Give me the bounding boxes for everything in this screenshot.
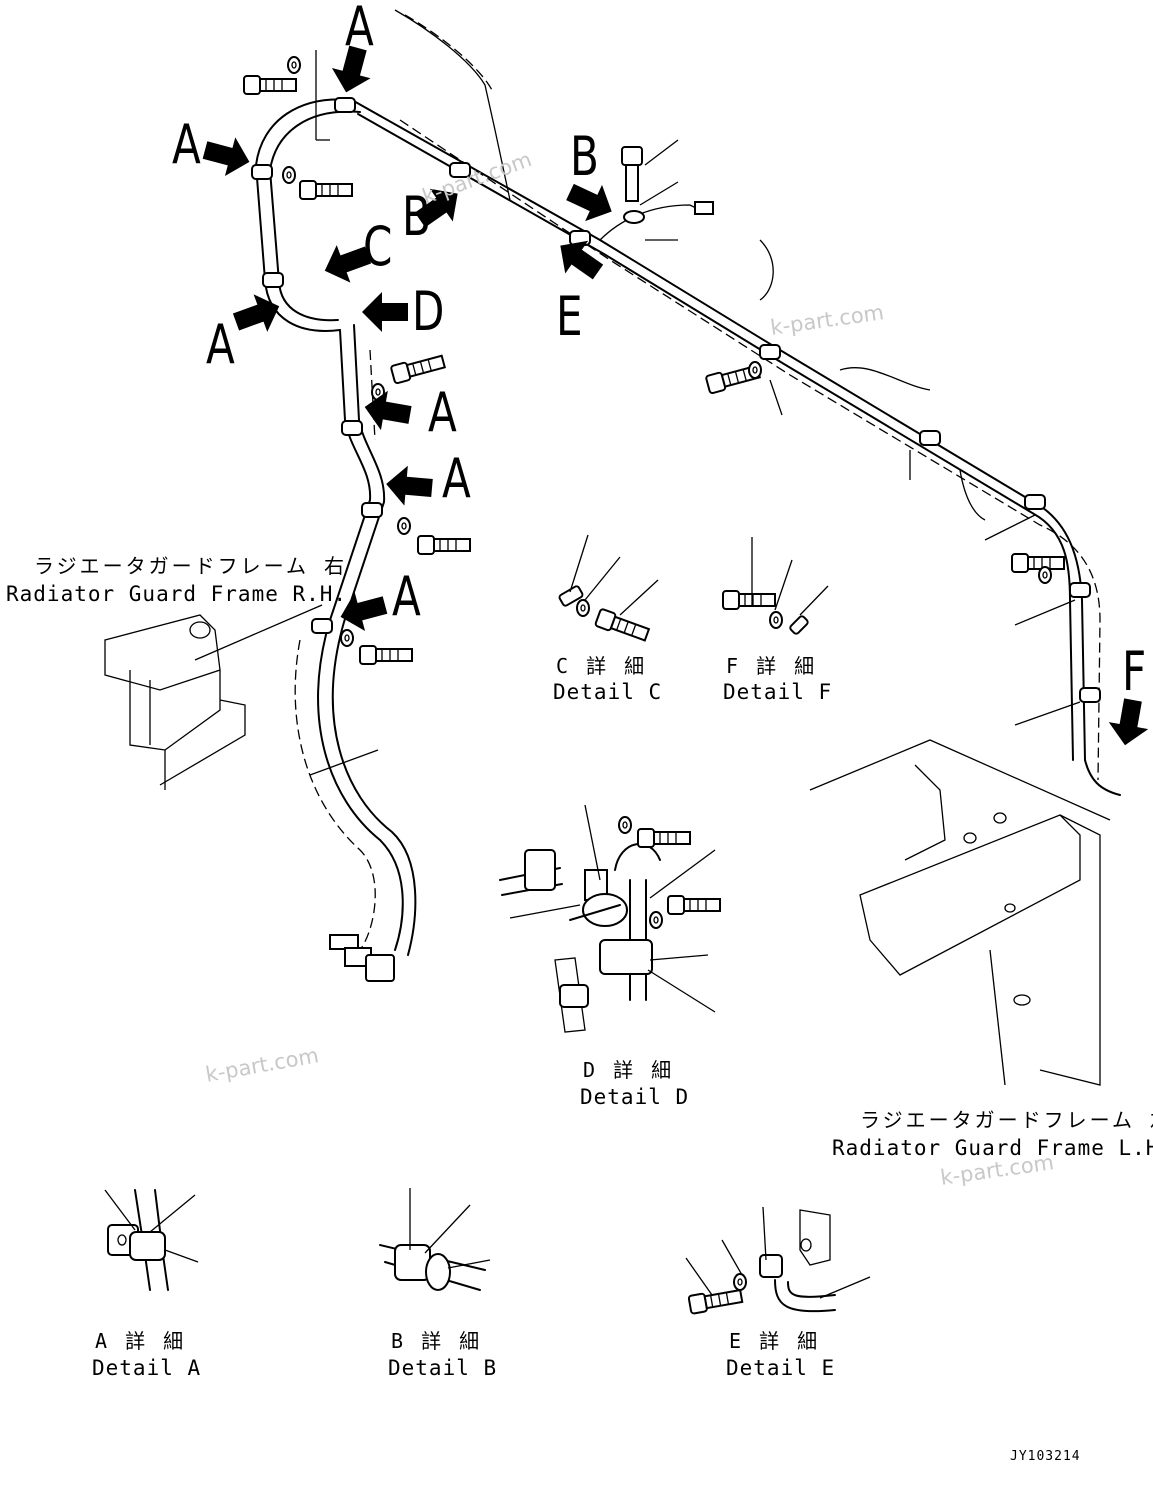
detail-f-label-en: Detail F: [723, 680, 833, 704]
frame-lh: [809, 739, 1111, 1086]
callout-c: C: [363, 215, 393, 278]
detail-f-drawing: [722, 537, 829, 635]
detail-f-label-jp: F 詳 細: [726, 654, 818, 678]
detail-e-drawing: [685, 1206, 871, 1315]
harness-main: [251, 9, 1121, 982]
callout-f: F: [1122, 640, 1147, 703]
frame-rh: [104, 614, 246, 790]
detail-b-label-en: Detail B: [388, 1356, 498, 1380]
detail-d-label-jp: D 詳 細: [583, 1058, 675, 1082]
detail-b-drawing: [379, 1188, 491, 1291]
detail-c-drawing: [558, 534, 659, 645]
fasteners: [243, 56, 1065, 665]
callout-a-mid2: A: [442, 447, 471, 510]
callout-a-lower-left: A: [206, 313, 235, 376]
detail-a-drawing: [104, 1189, 199, 1291]
detail-c-label-en: Detail C: [553, 680, 663, 704]
callout-b-right: B: [570, 125, 599, 188]
callout-a-left: A: [172, 113, 201, 176]
callout-e: E: [556, 285, 583, 348]
detail-d-drawing: [499, 804, 721, 1033]
drawing-code: JY103214: [1010, 1449, 1081, 1464]
callout-a-mid3: A: [392, 565, 421, 628]
frame-lh-label-jp: ラジエータガードフレーム 左: [860, 1108, 1153, 1132]
callout-a-mid1: A: [428, 381, 457, 444]
frame-rh-label-en: Radiator Guard Frame R.H.: [6, 582, 348, 606]
detail-a-label-jp: A 詳 細: [95, 1329, 187, 1353]
callout-d: D: [412, 280, 445, 343]
detail-e-label-jp: E 詳 細: [729, 1329, 821, 1353]
leader-lines: [194, 50, 1081, 776]
callout-b-left: B: [402, 185, 431, 248]
detail-e-label-en: Detail E: [726, 1356, 836, 1380]
detail-d-label-en: Detail D: [580, 1085, 690, 1109]
callout-a-top: A: [345, 0, 374, 58]
detail-b-label-jp: B 詳 細: [391, 1329, 483, 1353]
frame-rh-label-jp: ラジエータガードフレーム 右: [34, 554, 348, 578]
detail-c-label-jp: C 詳 細: [556, 654, 648, 678]
detail-a-label-en: Detail A: [92, 1356, 202, 1380]
frame-lh-label-en: Radiator Guard Frame L.H.: [832, 1136, 1153, 1160]
